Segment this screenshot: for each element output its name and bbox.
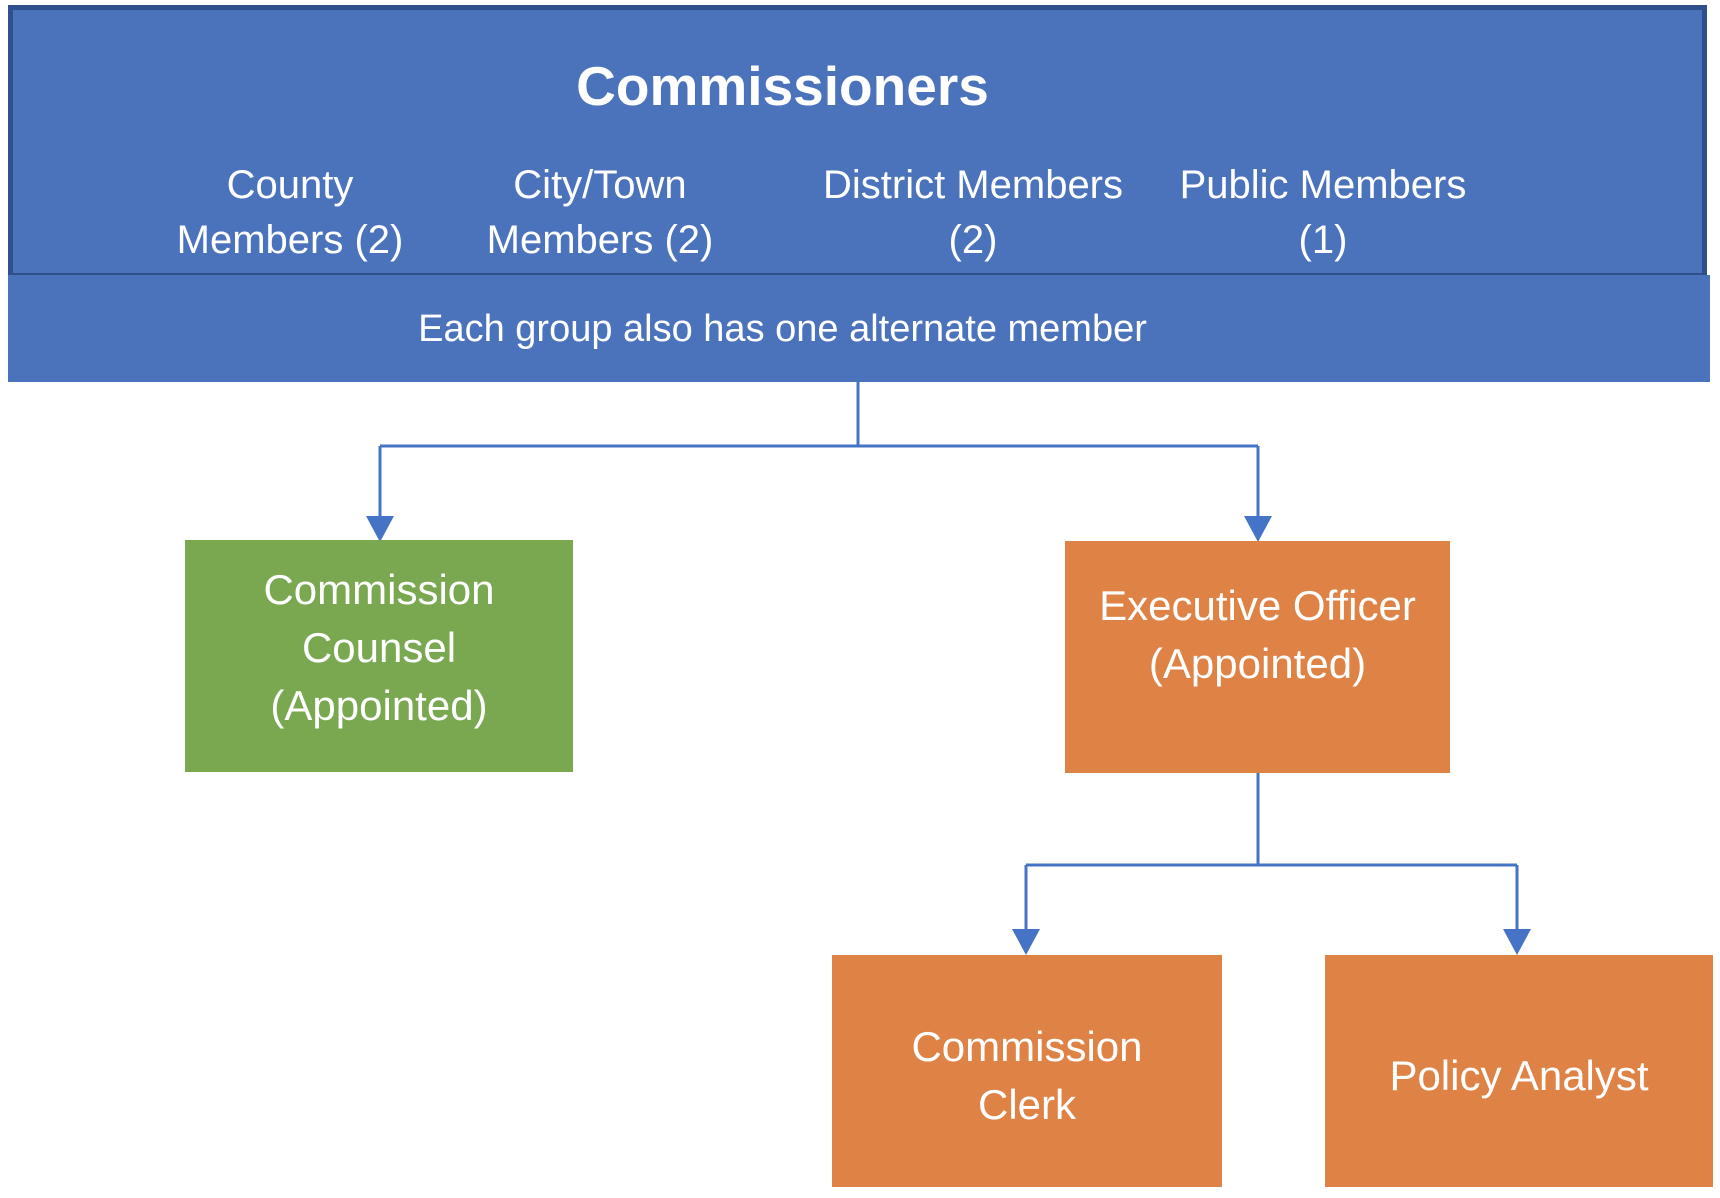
commissioners-alternate-band xyxy=(8,275,1710,382)
node-policy-analyst: Policy Analyst xyxy=(1325,955,1713,1187)
arrowhead-down-icon xyxy=(1012,929,1040,955)
alternate-member-note: Each group also has one alternate member xyxy=(418,307,1147,350)
connector-line-bottom xyxy=(1024,773,1519,929)
node-commission-clerk-line1: Commission xyxy=(911,1023,1143,1070)
node-commission-counsel-line2: Counsel xyxy=(301,624,457,671)
arrowhead-down-icon xyxy=(1503,929,1531,955)
member-group-district-line2: (2) xyxy=(948,218,998,262)
member-group-district-line1: District Members xyxy=(822,163,1124,207)
member-group-citytown-line2: Members (2) xyxy=(486,218,714,262)
node-policy-analyst-line1: Policy Analyst xyxy=(1389,1052,1649,1099)
member-group-county-line2: Members (2) xyxy=(176,218,404,262)
member-group-public: Public Members (1) xyxy=(1148,158,1498,268)
node-executive-officer-line1: Executive Officer xyxy=(1099,582,1416,629)
member-group-public-line2: (1) xyxy=(1298,218,1348,262)
node-commission-counsel-line3: (Appointed) xyxy=(270,682,488,729)
member-group-district: District Members (2) xyxy=(798,158,1148,268)
arrowhead-down-icon xyxy=(1244,516,1272,542)
node-commission-counsel: Commission Counsel (Appointed) xyxy=(185,540,573,772)
commissioners-title: Commissioners xyxy=(576,55,989,117)
member-group-citytown-line1: City/Town xyxy=(513,163,687,207)
member-group-county: County Members (2) xyxy=(115,158,465,268)
member-group-citytown: City/Town Members (2) xyxy=(425,158,775,268)
commissioners-box xyxy=(8,5,1707,278)
node-executive-officer-line2: (Appointed) xyxy=(1148,640,1367,687)
connector-line-top xyxy=(378,382,1260,518)
arrowhead-down-icon xyxy=(366,516,394,542)
node-commission-clerk: Commission Clerk xyxy=(832,955,1222,1187)
node-commission-clerk-line2: Clerk xyxy=(977,1081,1076,1128)
member-group-county-line1: County xyxy=(226,163,354,207)
node-commission-counsel-line1: Commission xyxy=(263,566,495,613)
node-executive-officer: Executive Officer (Appointed) xyxy=(1065,541,1450,773)
member-group-public-line1: Public Members xyxy=(1179,163,1467,207)
